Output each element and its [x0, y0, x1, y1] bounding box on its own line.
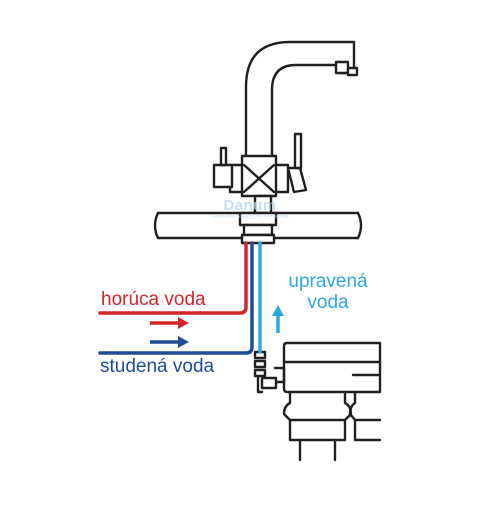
filtered-water-label-line1: upravená — [288, 271, 368, 292]
filtered-water-label: upravená voda — [276, 271, 380, 313]
filtered-water-label-line2: voda — [307, 292, 349, 313]
flow-arrow-icon — [150, 317, 189, 329]
watermark-tagline: Kompletné riešenia pre domácnosť — [211, 214, 289, 220]
filter-housing-icon — [260, 341, 382, 462]
cold-water-label: studená voda — [100, 356, 215, 377]
cold-water-pipe — [98, 241, 254, 355]
watermark-logo: Danum Kompletné riešenia pre domácnosť — [200, 197, 300, 221]
watermark-name: Danum — [223, 197, 277, 214]
flow-arrow-icon — [150, 336, 189, 348]
filter-connector — [253, 350, 267, 394]
tap-icon — [212, 40, 359, 245]
flow-arrow-icon — [272, 305, 284, 333]
hot-water-label: horúca voda — [101, 289, 206, 310]
hot-water-pipe — [98, 241, 248, 315]
